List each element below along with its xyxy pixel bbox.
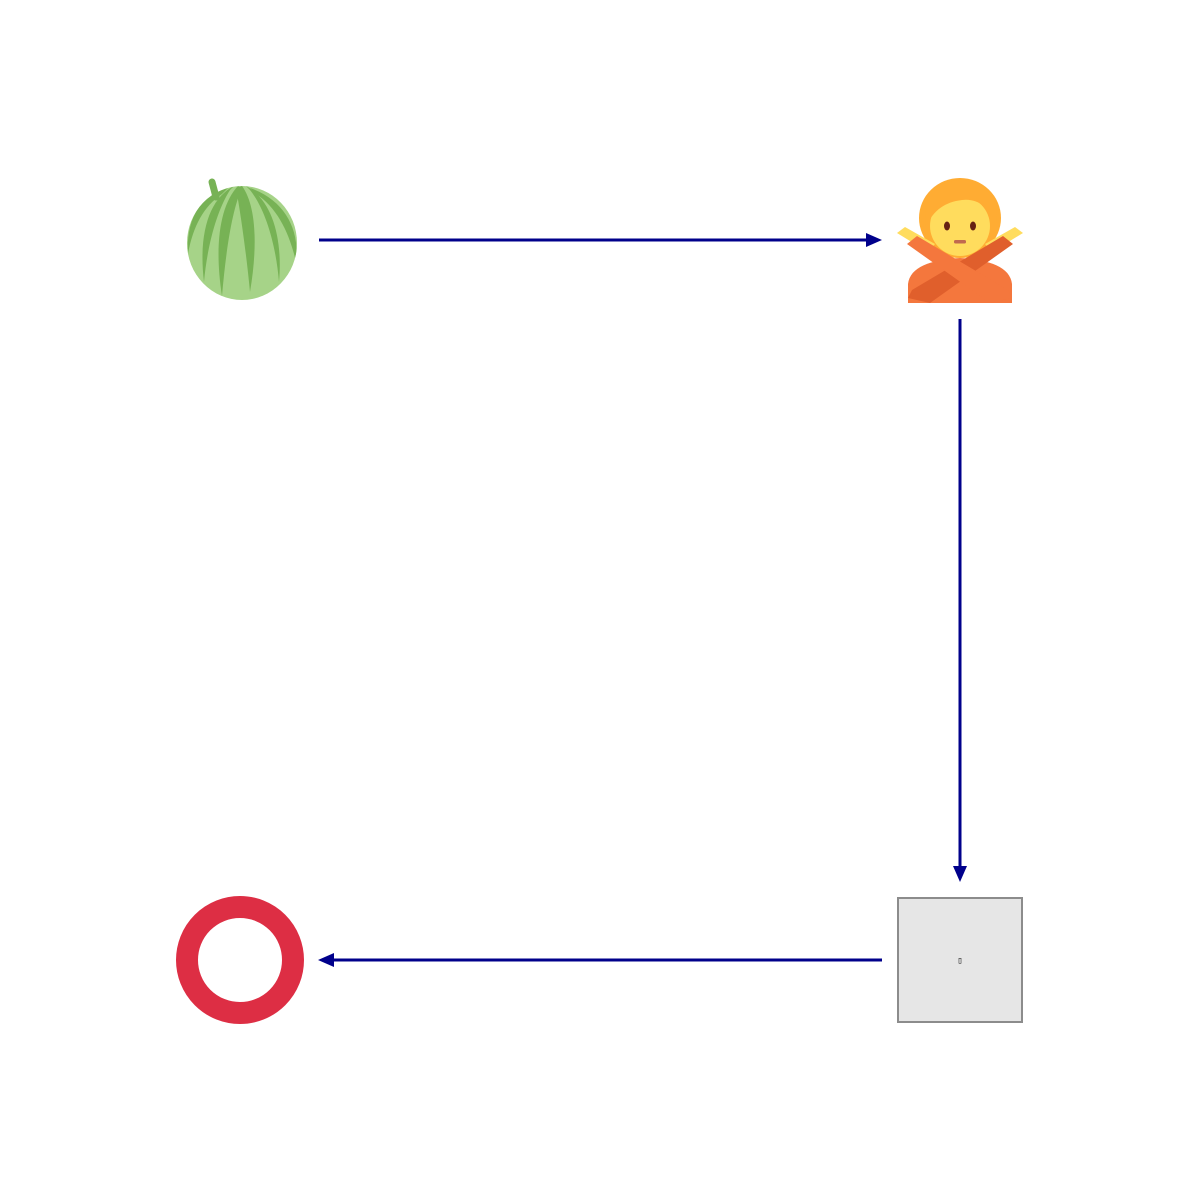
hollow-red-circle-icon: [176, 896, 304, 1024]
edge-box-to-ring: [318, 953, 882, 967]
edge-melon-to-person: [319, 233, 882, 247]
person-gesturing-no-icon: [897, 178, 1023, 303]
box-glyph: ▯: [957, 956, 962, 966]
edge-person-to-box: [953, 319, 967, 882]
missing-glyph-box: ▯: [897, 897, 1023, 1023]
melon-icon: [187, 178, 297, 300]
